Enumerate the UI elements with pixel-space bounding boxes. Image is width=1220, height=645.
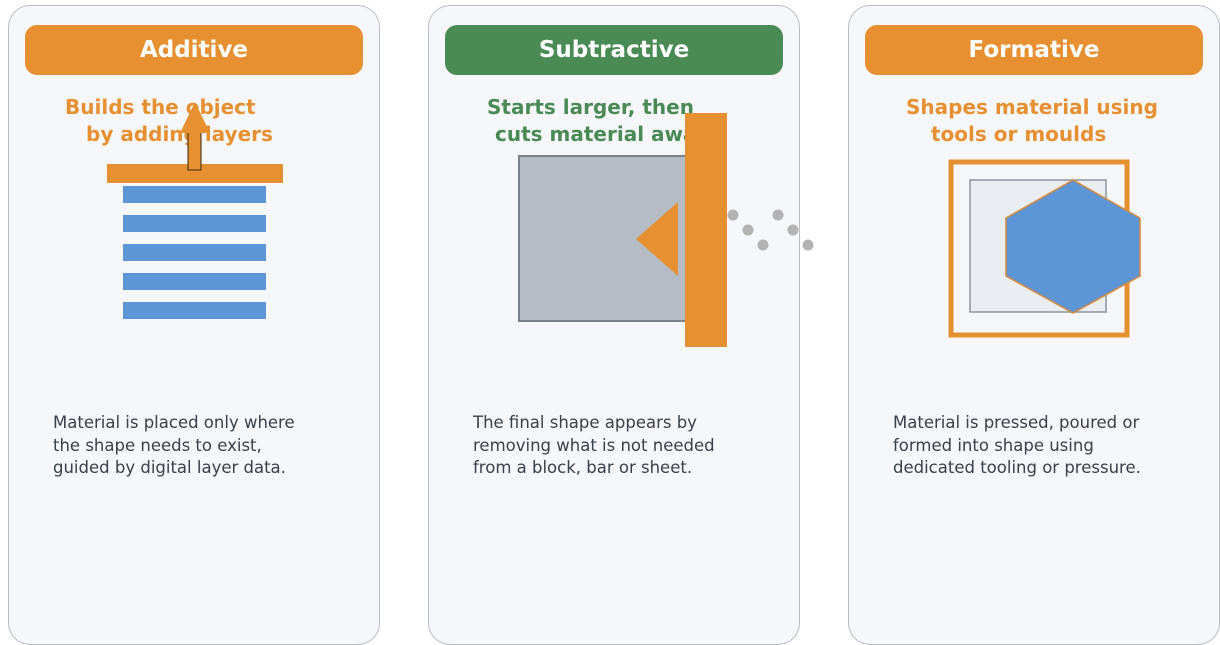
chip-dot [742,224,754,236]
card-subtractive: Subtractive Starts larger, then cuts mat… [428,5,814,645]
layer [123,186,266,203]
chip-dot [787,224,799,236]
subtitle-line: Starts larger, then [487,95,694,119]
description-line: Material is pressed, poured or [893,413,1140,432]
subtitle-line: Shapes material using [906,95,1158,119]
subtitle-line: tools or moulds [931,122,1107,146]
subtractive-illustration [518,113,814,347]
description-line: Material is placed only where [53,413,295,432]
subtitle-line: cuts material away [495,122,709,146]
card-title: Subtractive [538,37,690,63]
card-title-banner: Subtractive [445,25,783,75]
chip-dot [727,209,739,221]
description-line: removing what is not needed [473,435,715,455]
formed-hexagon [1005,179,1141,314]
card-additive: Additive Builds the object by adding lay… [8,5,380,645]
description-line: The final shape appears by [473,413,697,432]
description-line: formed into shape using [893,435,1094,455]
card-title: Additive [139,37,249,63]
additive-illustration [107,102,283,319]
subtitle-line: Builds the object [65,95,256,119]
card-description: Material is placed only where the shape … [53,412,373,480]
description-line: dedicated tooling or pressure. [893,458,1141,477]
card-title-banner: Formative [865,25,1203,75]
layer [123,273,266,290]
card-title: Formative [968,37,1100,63]
chip-dot [772,209,784,221]
description-line: from a block, bar or sheet. [473,458,693,477]
chip-dot [757,239,769,251]
layer [123,302,266,319]
layer [123,215,266,232]
chip-dot [802,239,814,251]
description-line: guided by digital layer data. [53,458,286,477]
up-arrow-shaft [187,131,202,171]
up-arrow-head [180,102,210,133]
subtitle-line: by adding layers [86,122,273,146]
card-subtitle: Shapes material using tools or moulds [849,94,1220,148]
card-title-banner: Additive [25,25,363,75]
card-description: The final shape appears by removing what… [473,412,793,480]
deposit-layer [107,164,283,183]
card-formative: Formative Shapes material using tools or… [848,5,1220,645]
layer [123,244,266,261]
card-subtitle: Starts larger, then cuts material away [429,94,801,148]
cut-direction-arrow [636,202,678,276]
description-line: the shape needs to exist, [53,435,262,455]
card-description: Material is pressed, poured or formed in… [893,412,1213,480]
formative-illustration [948,159,1141,338]
card-subtitle: Builds the object by adding layers [9,94,381,148]
cutting-tool [685,113,727,347]
